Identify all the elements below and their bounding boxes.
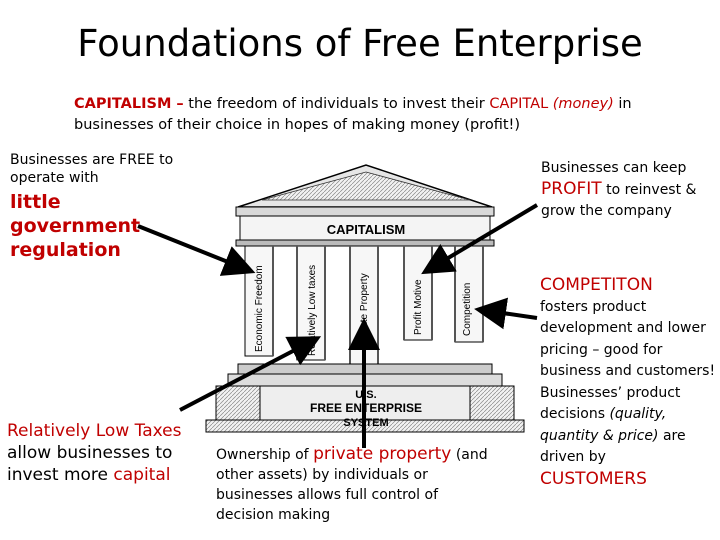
right-bottom-head: COMPETITON <box>540 275 653 295</box>
left-bottom-a: Relatively Low Taxes <box>7 421 182 441</box>
mid-bottom-c: (and other assets) by individuals or bus… <box>216 447 488 523</box>
left-top-line: Businesses are FREE to operate with <box>10 152 174 186</box>
arrows <box>137 203 539 448</box>
arrow-regulation <box>137 224 256 276</box>
pillar-economic-freedom: Economic Freedom <box>254 265 265 352</box>
mid-bottom-a: Ownership of <box>216 447 309 463</box>
left-top-note: Businesses are FREE to operate with litt… <box>10 151 190 262</box>
right-bottom-text2: are driven by <box>540 427 686 466</box>
pillar-low-taxes: Relatively Low taxes <box>307 265 318 356</box>
intro-paragraph: CAPITALISM – the freedom of individuals … <box>74 94 674 136</box>
right-bottom-text: fosters product development and lower pr… <box>540 298 716 423</box>
right-bottom-ital: (quality, quantity & price) <box>540 406 667 444</box>
left-bottom-c: capital <box>113 465 171 485</box>
arrow-profit <box>421 203 539 275</box>
right-top-c: to reinvest & grow the company <box>541 182 697 219</box>
roof-label: CAPITALISM <box>327 222 405 237</box>
right-top-b: PROFIT <box>541 179 602 199</box>
right-top-a: Businesses can keep <box>541 160 687 176</box>
pillar-competition: Competition <box>462 283 473 336</box>
arrow-taxes <box>179 336 322 412</box>
mid-bottom-b: private property <box>313 444 452 464</box>
intro-text-2: in businesses of their choice in hopes o… <box>74 96 632 133</box>
mid-bottom-note: Ownership of private property (and other… <box>216 444 491 525</box>
pillar-profit-motive: Profit Motive <box>413 279 424 335</box>
temple-roof <box>235 164 495 247</box>
left-bottom-b: allow businesses to invest more <box>7 443 173 485</box>
right-top-note: Businesses can keep PROFIT to reinvest &… <box>541 158 716 222</box>
left-top-emphasis: little government regulation <box>10 191 141 261</box>
right-bottom-note: COMPETITON fosters product development a… <box>540 275 720 491</box>
left-bottom-note: Relatively Low Taxes allow businesses to… <box>7 420 197 486</box>
page-title: Foundations of Free Enterprise <box>77 22 643 65</box>
pillar-private-property: Private Property <box>359 273 370 345</box>
intro-text-1: the freedom of individuals to invest the… <box>188 96 485 112</box>
right-bottom-foot: CUSTOMERS <box>540 468 647 489</box>
arrow-competition <box>474 297 538 330</box>
intro-capital: CAPITAL <box>489 96 549 112</box>
intro-money: (money) <box>552 96 614 112</box>
intro-term: CAPITALISM – <box>74 96 184 112</box>
